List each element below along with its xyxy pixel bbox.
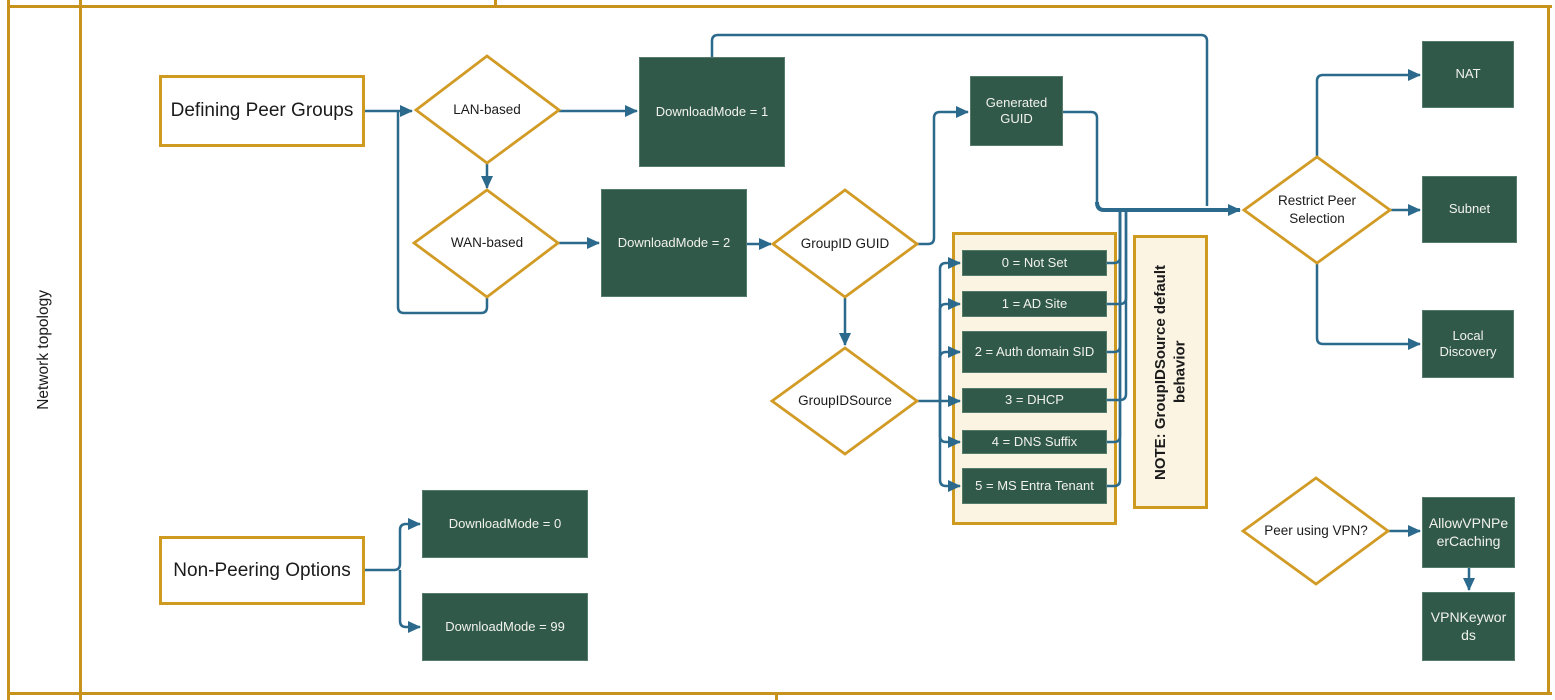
groupid-source-value-5: 5 = MS Entra Tenant bbox=[962, 468, 1107, 504]
downloadmode-2-label: DownloadMode = 2 bbox=[617, 234, 731, 250]
lane-border-top bbox=[7, 5, 1552, 8]
lane-tick-bottom bbox=[775, 692, 778, 700]
note-text-wrap: NOTE: GroupIDSource default behavior bbox=[1133, 235, 1208, 509]
lane-border-label-column bbox=[79, 0, 82, 700]
allow-vpn-peer-caching-label: AllowVPNPeerCaching bbox=[1428, 515, 1509, 549]
groupid-source-diamond bbox=[769, 346, 920, 456]
note-text: NOTE: GroupIDSource default behavior bbox=[1152, 264, 1189, 480]
downloadmode-0-box: DownloadMode = 0 bbox=[422, 490, 588, 558]
generated-guid-box: Generated GUID bbox=[970, 76, 1063, 146]
groupid-source-value-3: 3 = DHCP bbox=[962, 388, 1107, 413]
local-discovery-box: Local Discovery bbox=[1422, 310, 1514, 378]
connector-wan-loopback bbox=[396, 111, 489, 315]
wan-based-label: WAN-based bbox=[450, 235, 524, 251]
downloadmode-99-label: DownloadMode = 99 bbox=[445, 618, 565, 634]
nat-box: NAT bbox=[1422, 41, 1514, 108]
wan-based-diamond bbox=[411, 188, 561, 299]
connector-junction-to-restrict bbox=[1095, 201, 1241, 216]
note-box bbox=[1133, 235, 1208, 509]
peer-using-vpn-diamond bbox=[1240, 476, 1391, 586]
downloadmode-2-box: DownloadMode = 2 bbox=[601, 189, 747, 297]
non-peering-options-box: Non-Peering Options bbox=[159, 536, 365, 605]
lane-tick-top bbox=[494, 0, 497, 6]
subnet-label: Subnet bbox=[1448, 201, 1491, 217]
nat-label: NAT bbox=[1455, 66, 1481, 82]
subnet-box: Subnet bbox=[1422, 176, 1517, 243]
groupid-source-value-1: 1 = AD Site bbox=[962, 291, 1107, 317]
connector-generated-guid-elbow bbox=[1063, 110, 1099, 202]
lane-border-left bbox=[7, 0, 10, 700]
lane-label: Network topology bbox=[35, 290, 52, 410]
local-discovery-label: Local Discovery bbox=[1439, 327, 1497, 359]
groupid-guid-diamond bbox=[770, 188, 920, 299]
groupid-source-value-0: 0 = Not Set bbox=[962, 250, 1107, 276]
groupid-source-value-5-label: 5 = MS Entra Tenant bbox=[975, 477, 1094, 493]
connector-restrict-to-nat bbox=[1315, 69, 1421, 157]
downloadmode-1-box: DownloadMode = 1 bbox=[639, 57, 785, 167]
groupid-source-value-4-label: 4 = DNS Suffix bbox=[991, 433, 1078, 449]
lane-border-bottom bbox=[7, 692, 1552, 695]
lan-based-label: LAN-based bbox=[453, 102, 521, 118]
downloadmode-99-box: DownloadMode = 99 bbox=[422, 593, 588, 661]
restrict-peer-selection-label: Restrict Peer Selection bbox=[1277, 193, 1357, 226]
groupid-source-value-4: 4 = DNS Suffix bbox=[962, 430, 1107, 454]
lane-label-wrap: Network topology bbox=[10, 8, 78, 692]
groupid-source-value-1-label: 1 = AD Site bbox=[1001, 295, 1068, 311]
allow-vpn-peer-caching-box: AllowVPNPeerCaching bbox=[1422, 497, 1515, 568]
defining-peer-groups-label: Defining Peer Groups bbox=[170, 100, 354, 121]
groupid-source-value-0-label: 0 = Not Set bbox=[1001, 254, 1068, 270]
generated-guid-label: Generated GUID bbox=[985, 94, 1048, 126]
non-peering-options-label: Non-Peering Options bbox=[173, 559, 351, 581]
peer-using-vpn-label: Peer using VPN? bbox=[1264, 523, 1368, 539]
vpn-keywords-label: VPNKeywords bbox=[1430, 609, 1507, 643]
restrict-peer-selection-diamond bbox=[1241, 155, 1393, 265]
connector-groupid-guid-to-generated-guid bbox=[917, 106, 969, 246]
connector-nonpeering-to-dm99 bbox=[398, 570, 421, 633]
vpn-keywords-box: VPNKeywords bbox=[1422, 592, 1515, 661]
groupid-source-value-2-label: 2 = Auth domain SID bbox=[974, 343, 1095, 359]
downloadmode-0-label: DownloadMode = 0 bbox=[448, 515, 562, 531]
connector-dm1-over-top bbox=[710, 33, 1209, 206]
groupid-source-value-3-label: 3 = DHCP bbox=[1005, 392, 1064, 408]
connector-nonpeering-to-dm0 bbox=[365, 518, 421, 572]
lane-border-right bbox=[1547, 5, 1550, 695]
groupid-source-value-2: 2 = Auth domain SID bbox=[962, 331, 1107, 373]
downloadmode-1-label: DownloadMode = 1 bbox=[655, 103, 769, 119]
groupid-guid-label: GroupID GUID bbox=[800, 236, 890, 252]
defining-peer-groups-box: Defining Peer Groups bbox=[159, 75, 365, 147]
groupid-source-label: GroupIDSource bbox=[798, 393, 892, 409]
connector-restrict-to-local-discovery bbox=[1315, 263, 1421, 350]
lan-based-diamond bbox=[413, 54, 562, 165]
